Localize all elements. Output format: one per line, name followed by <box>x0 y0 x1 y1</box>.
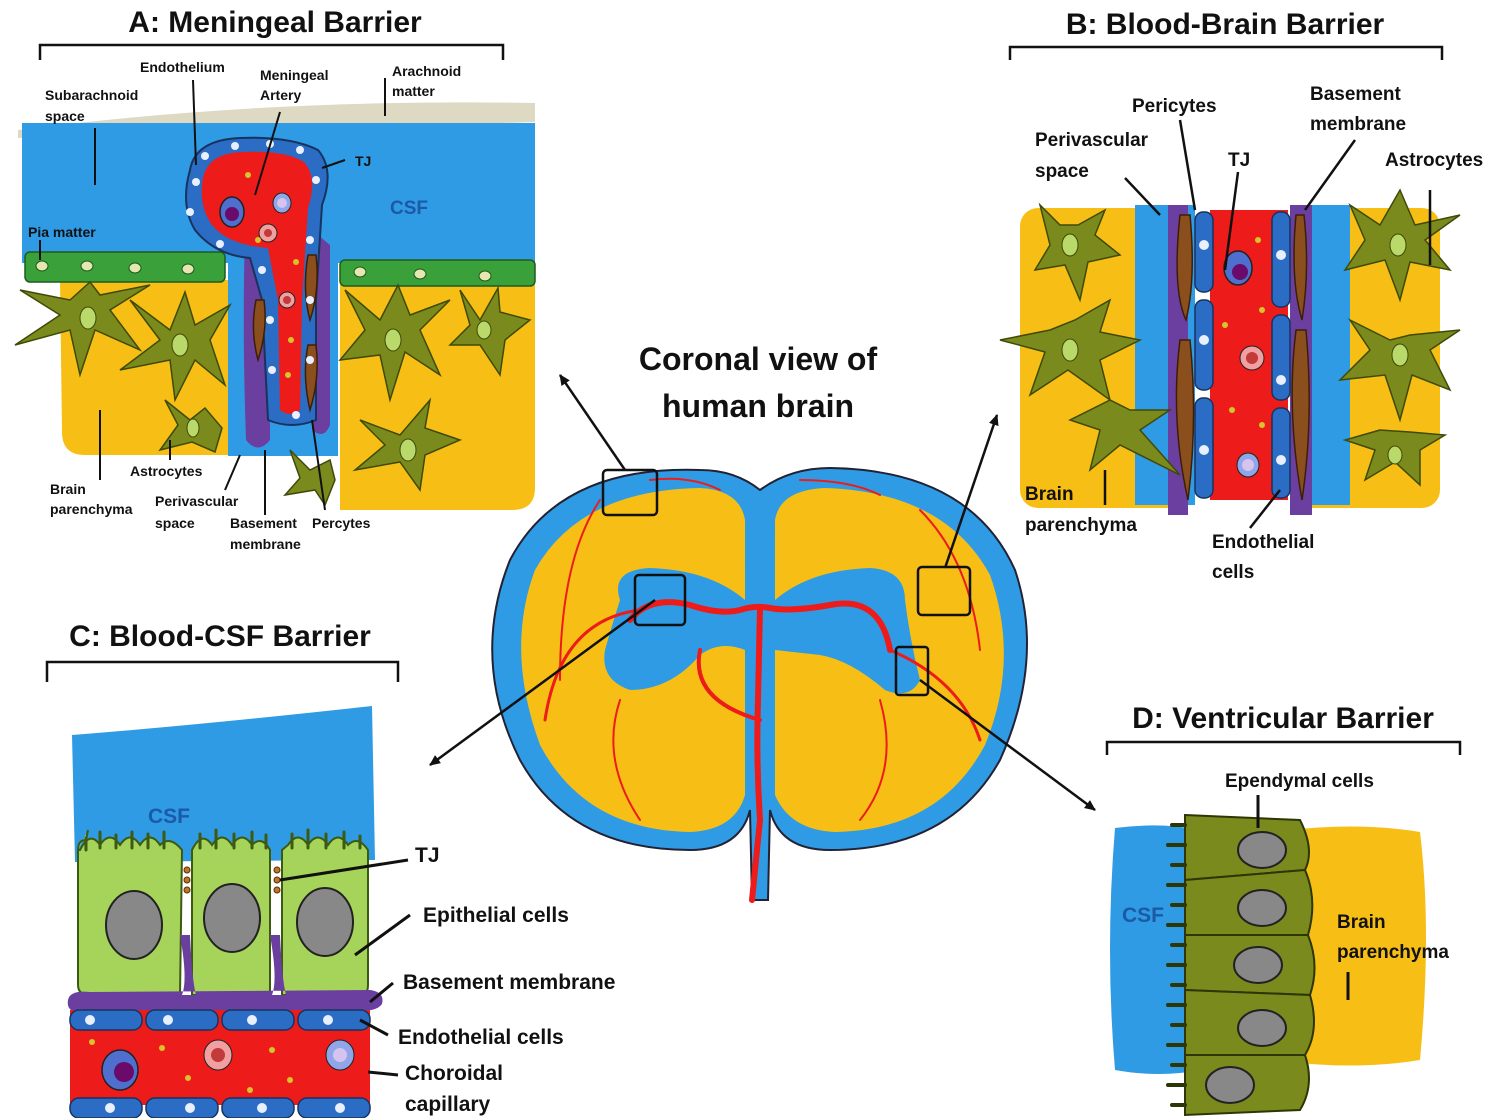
label-astrocytes-a: Astrocytes <box>130 463 203 479</box>
epithelial-nuclei-c <box>106 884 353 959</box>
panel-c-title: C: Blood-CSF Barrier <box>69 620 371 653</box>
label-arachnoid: Arachnoid <box>392 63 461 79</box>
label-parenchyma-d: parenchyma <box>1337 942 1449 963</box>
label-perivascular-space-a: space <box>155 515 195 531</box>
label-capillary-c: capillary <box>405 1093 491 1116</box>
label-pia-matter: Pia matter <box>28 224 96 240</box>
label-endothelium: Endothelium <box>140 59 225 75</box>
label-choroidal-c: Choroidal <box>405 1062 503 1085</box>
label-ependymal-d: Ependymal cells <box>1225 771 1374 792</box>
label-tj-b: TJ <box>1228 150 1250 171</box>
label-pericytes-b: Pericytes <box>1132 96 1217 117</box>
label-parenchyma-a: parenchyma <box>50 501 133 517</box>
label-brain-a: Brain <box>50 481 86 497</box>
center-title-line2: human brain <box>662 388 854 424</box>
label-arachnoid-matter: matter <box>392 83 435 99</box>
panel-b-bracket <box>1010 47 1442 60</box>
label-artery: Artery <box>260 87 301 103</box>
label-astrocytes-b: Astrocytes <box>1385 150 1483 171</box>
panel-a: A: Meningeal Barrier <box>15 6 535 552</box>
panel-b-title: B: Blood-Brain Barrier <box>1066 8 1385 41</box>
label-perivascular-b: Perivascular <box>1035 130 1149 151</box>
label-basement-a: Basement <box>230 515 297 531</box>
label-perivascular-space-b: space <box>1035 161 1089 182</box>
panel-d-bracket <box>1107 742 1460 755</box>
label-basement-membrane-a: membrane <box>230 536 301 552</box>
panel-d-title: D: Ventricular Barrier <box>1132 702 1434 735</box>
label-meningeal: Meningeal <box>260 67 328 83</box>
label-perivascular-a: Perivascular <box>155 493 239 509</box>
label-basement-membrane-b: membrane <box>1310 114 1406 135</box>
label-brain-b: Brain <box>1025 484 1074 505</box>
label-epithelial-c: Epithelial cells <box>423 904 569 927</box>
panel-b: B: Blood-Brain Barrier <box>1000 8 1483 583</box>
label-subarachnoid: Subarachnoid <box>45 87 138 103</box>
label-brain-d: Brain <box>1337 912 1386 933</box>
panel-a-title: A: Meningeal Barrier <box>128 6 422 39</box>
label-endothelial-cells-b: cells <box>1212 562 1254 583</box>
label-csf-a: CSF <box>390 198 428 219</box>
center-title-line1: Coronal view of <box>639 341 878 377</box>
label-endothelial-b: Endothelial <box>1212 532 1314 553</box>
panel-d: D: Ventricular Barrier Ependymal cells C… <box>1107 702 1460 1115</box>
label-subarachnoid-space: space <box>45 108 85 124</box>
label-basement-c: Basement membrane <box>403 971 615 994</box>
label-tj-c: TJ <box>415 844 440 867</box>
label-pericytes-a: Percytes <box>312 515 371 531</box>
panel-a-bracket <box>40 45 503 60</box>
label-basement-b: Basement <box>1310 84 1401 105</box>
label-endothelial-c: Endothelial cells <box>398 1026 564 1049</box>
label-csf-d: CSF <box>1122 904 1164 927</box>
label-csf-c: CSF <box>148 805 190 828</box>
label-tj-a: TJ <box>355 153 371 169</box>
label-parenchyma-b: parenchyma <box>1025 515 1137 536</box>
panel-c-bracket <box>47 662 398 682</box>
